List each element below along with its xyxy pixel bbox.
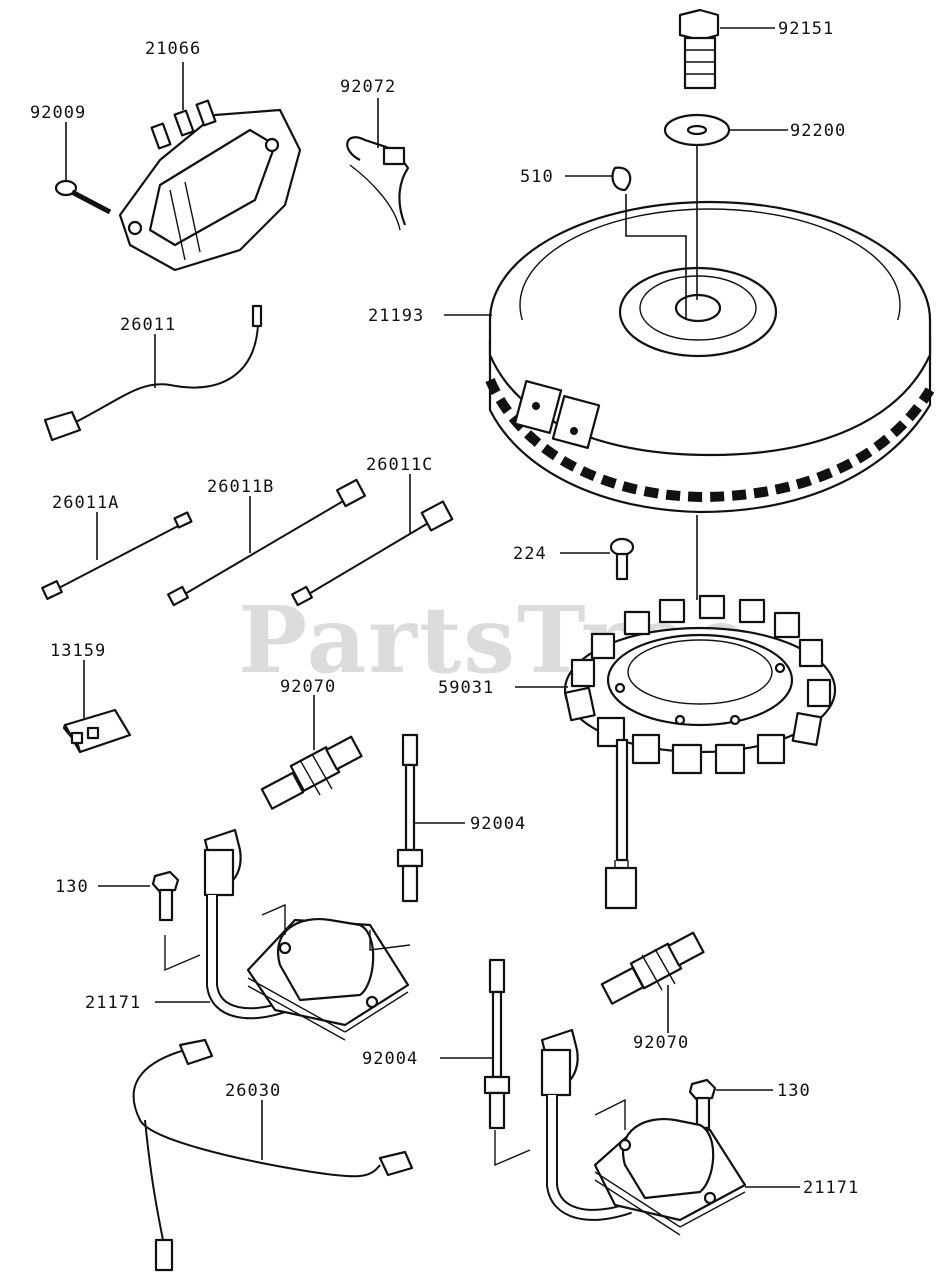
label-21171-right: 21171 [803, 1178, 859, 1198]
connector-13159[interactable] [62, 708, 132, 754]
label-92004-right: 92004 [362, 1049, 418, 1069]
washer-92200[interactable] [663, 113, 731, 147]
label-26011C: 26011C [366, 455, 433, 475]
label-92070-right: 92070 [633, 1033, 689, 1053]
label-26011: 26011 [120, 315, 176, 335]
label-130-right: 130 [777, 1081, 811, 1101]
stud-92004-right[interactable] [483, 958, 511, 1130]
label-224: 224 [513, 544, 547, 564]
regulator-21066[interactable] [118, 99, 302, 272]
stud-92004-left[interactable] [396, 733, 424, 903]
wire-harness-26030[interactable] [132, 1038, 414, 1272]
label-92009: 92009 [30, 103, 86, 123]
stator-59031[interactable] [563, 594, 837, 910]
label-92151: 92151 [778, 19, 834, 39]
label-26011A: 26011A [52, 493, 119, 513]
bolt-130-right[interactable] [688, 1078, 717, 1130]
screw-224[interactable] [609, 537, 635, 581]
label-510: 510 [520, 167, 554, 187]
label-21171-left: 21171 [85, 993, 141, 1013]
lead-wire-26011C[interactable] [291, 500, 454, 607]
label-130-left: 130 [55, 877, 89, 897]
ignition-coil-21171-left[interactable] [203, 828, 410, 1041]
screw-92009[interactable] [54, 179, 112, 215]
spark-plug-92070-right[interactable] [600, 931, 705, 1005]
clamp-92072[interactable] [346, 136, 410, 231]
label-92200: 92200 [790, 121, 846, 141]
label-92072: 92072 [340, 77, 396, 97]
flywheel-21193[interactable] [485, 200, 935, 514]
spark-plug-92070-left[interactable] [260, 735, 363, 810]
ignition-coil-21171-right[interactable] [540, 1028, 747, 1236]
bolt-130-left[interactable] [151, 870, 180, 922]
label-21066: 21066 [145, 39, 201, 59]
label-92004-left: 92004 [470, 814, 526, 834]
label-13159: 13159 [50, 641, 106, 661]
label-21193: 21193 [368, 306, 424, 326]
lead-wire-26011[interactable] [43, 304, 263, 442]
label-26011B: 26011B [207, 477, 274, 497]
label-92070-left: 92070 [280, 677, 336, 697]
label-26030: 26030 [225, 1081, 281, 1101]
key-510[interactable] [611, 166, 632, 192]
lead-wire-26011B[interactable] [167, 478, 367, 607]
lead-wire-26011A[interactable] [41, 511, 193, 600]
bolt-92151[interactable] [678, 8, 720, 90]
label-59031: 59031 [438, 678, 494, 698]
